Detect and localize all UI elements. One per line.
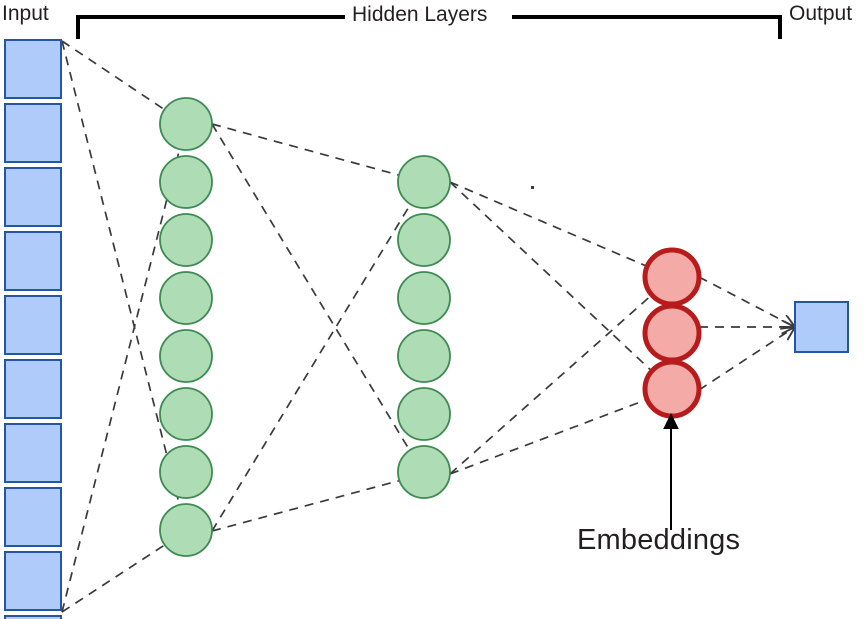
input-layer-node (4, 551, 62, 611)
hidden-layer-2-node (397, 387, 451, 441)
hidden-layer-1-node (159, 97, 213, 151)
embedding-layer-node (642, 303, 702, 363)
connection-line (211, 182, 424, 532)
input-layer-node (4, 487, 62, 547)
network-nodes (4, 39, 849, 619)
hidden-layer-2-node (397, 329, 451, 383)
connection-line (61, 40, 186, 124)
embeddings-label: Embeddings (577, 524, 741, 556)
hidden-layer-1-node (159, 503, 213, 557)
input-layer-node (4, 167, 62, 227)
stray-dot (531, 186, 534, 189)
input-layer-label: Input (2, 2, 49, 25)
hidden-layer-1-node (159, 329, 213, 383)
output-layer-node (794, 301, 849, 353)
stray-mark (531, 186, 534, 189)
connection-line (449, 181, 672, 277)
hidden-layer-1-node (159, 213, 213, 267)
hidden-layers-label: Hidden Layers (352, 3, 488, 26)
connection-line (449, 390, 672, 475)
connection-line (698, 276, 795, 327)
input-layer-node (4, 615, 62, 619)
input-layer-node (4, 39, 62, 99)
hidden-layer-2-node (397, 155, 451, 209)
hidden-layers-bracket (76, 15, 782, 39)
connection-line (449, 181, 672, 390)
connection-line (211, 123, 424, 182)
connection-line (61, 531, 186, 613)
connection-line (211, 123, 424, 474)
connection-line (698, 327, 795, 391)
output-layer-label: Output (789, 2, 853, 25)
hidden-layer-1-node (159, 387, 213, 441)
connection-lines (61, 40, 795, 613)
connection-line (61, 124, 186, 613)
embedding-layer-node (642, 359, 702, 419)
hidden-layer-1-node (159, 155, 213, 209)
embedding-layer-node (642, 247, 702, 307)
input-layer-node (4, 359, 62, 419)
hidden-layer-2-node (397, 213, 451, 267)
connection-line (449, 277, 672, 475)
hidden-layer-1-node (159, 445, 213, 499)
input-layer-node (4, 103, 62, 163)
connection-line (211, 474, 424, 532)
input-layer-node (4, 231, 62, 291)
connection-line (61, 40, 186, 531)
input-layer-node (4, 423, 62, 483)
hidden-layer-2-node (397, 271, 451, 325)
hidden-layer-1-node (159, 271, 213, 325)
hidden-layer-2-node (397, 445, 451, 499)
input-layer-node (4, 295, 62, 355)
